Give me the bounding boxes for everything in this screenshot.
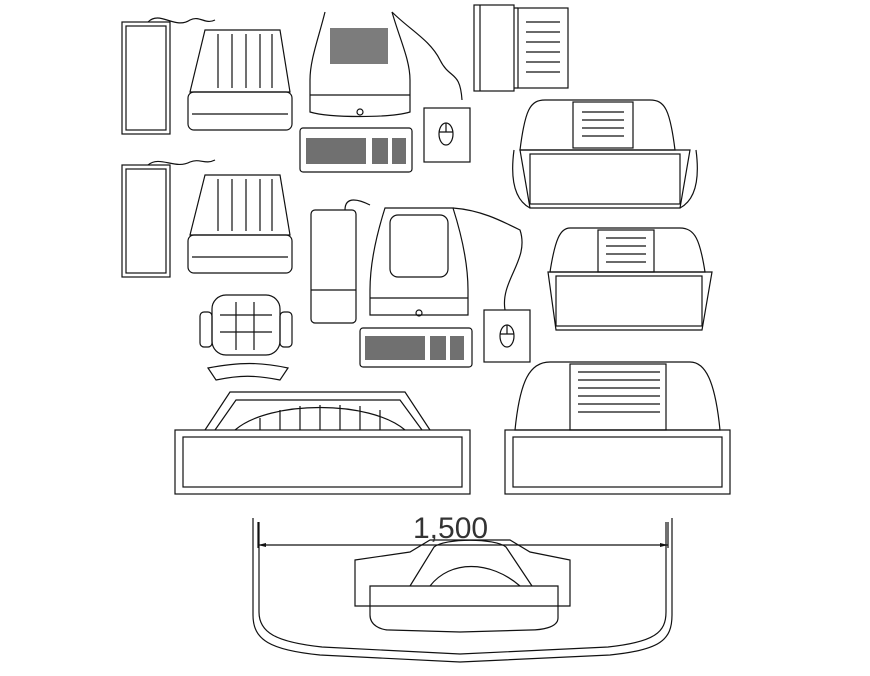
crt-monitor-back-2 xyxy=(147,159,293,274)
dimension-label: 1,500 xyxy=(413,512,488,545)
keyboard-1 xyxy=(299,127,413,173)
monitor-side-1 xyxy=(512,99,698,209)
mouse-pad-1 xyxy=(423,107,471,163)
speaker-tall-2 xyxy=(121,164,171,278)
tower-and-document xyxy=(473,4,569,92)
crt-monitor-back-1 xyxy=(147,17,293,131)
monitor-side-3 xyxy=(504,361,731,495)
dimension-line: 1,500 xyxy=(257,512,669,548)
monitor-front-mesh xyxy=(309,11,463,118)
office-chair xyxy=(199,294,293,381)
keyboard-2 xyxy=(359,327,473,368)
monitor-front-2 xyxy=(369,207,523,317)
monitor-top-view xyxy=(174,391,471,495)
mouse-pad-2 xyxy=(483,309,531,363)
speaker-tall-1 xyxy=(121,21,171,135)
monitor-side-2 xyxy=(547,227,713,331)
desk-plan xyxy=(252,518,673,663)
tower-2 xyxy=(310,199,371,324)
